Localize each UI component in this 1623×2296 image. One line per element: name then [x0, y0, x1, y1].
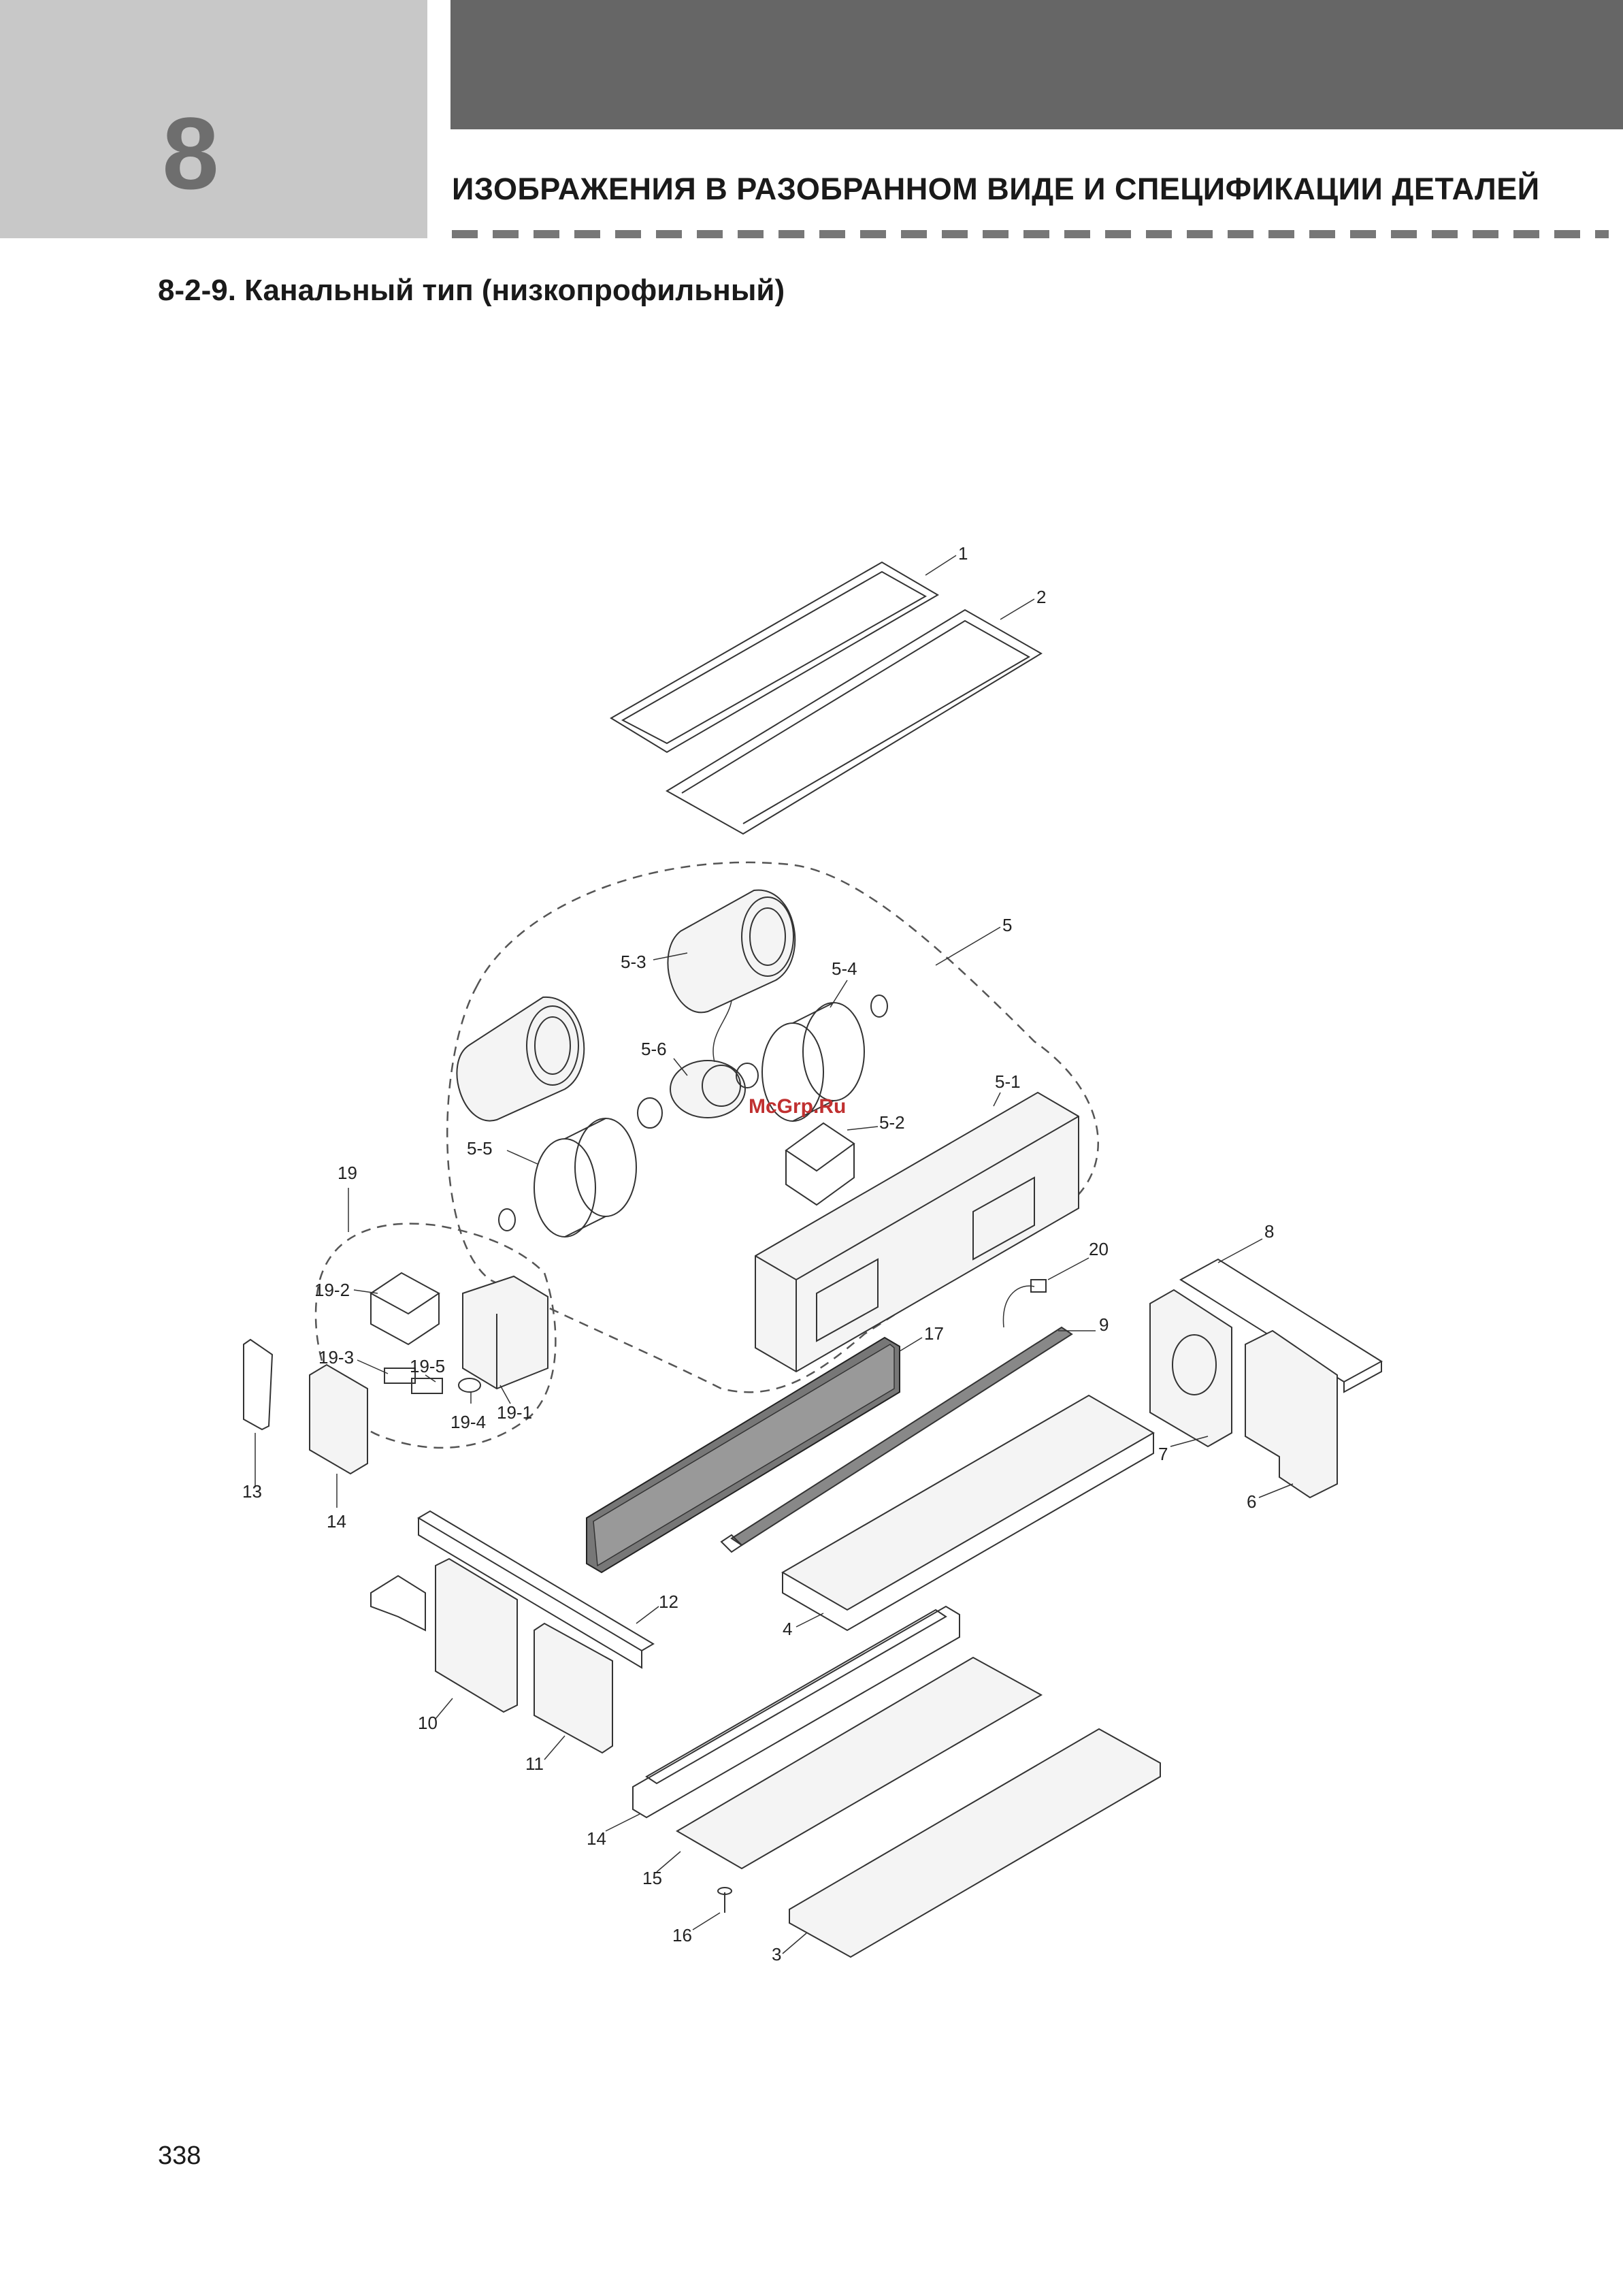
- callout-12: 12: [659, 1591, 678, 1612]
- part-7-side-panel: [1150, 1290, 1232, 1446]
- part-1-top-frame: [611, 562, 938, 752]
- callout-19-2: 19-2: [314, 1280, 350, 1300]
- part-6-side-panel: [1245, 1331, 1337, 1498]
- part-13-panel: [244, 1340, 272, 1429]
- callout-5-2: 5-2: [879, 1112, 905, 1133]
- callout-5-4: 5-4: [832, 958, 857, 979]
- callout-19-4: 19-4: [450, 1412, 486, 1432]
- callout-19: 19: [338, 1163, 357, 1183]
- part-5-3-fan-housing: [668, 890, 795, 1013]
- callout-10: 10: [418, 1713, 438, 1733]
- callout-16: 16: [672, 1925, 692, 1945]
- part-14-cover: [310, 1365, 367, 1474]
- callout-5-5: 5-5: [467, 1138, 493, 1159]
- callout-2: 2: [1036, 587, 1046, 607]
- callout-7: 7: [1158, 1444, 1168, 1464]
- callout-19-3: 19-3: [318, 1347, 354, 1368]
- callout-3: 3: [772, 1944, 781, 1964]
- part-10-side-plate: [371, 1559, 517, 1712]
- callout-5-3: 5-3: [621, 952, 646, 972]
- fan-housing-left: [457, 997, 584, 1121]
- callout-5-6: 5-6: [641, 1039, 667, 1059]
- part-19-1-control-box: [463, 1276, 548, 1389]
- callout-5-1: 5-1: [995, 1071, 1021, 1092]
- page-number: 338: [158, 2141, 201, 2171]
- callout-8: 8: [1264, 1221, 1274, 1242]
- callout-15: 15: [642, 1868, 662, 1888]
- callout-5: 5: [1002, 915, 1012, 935]
- callout-17: 17: [924, 1323, 944, 1344]
- callout-14-a: 14: [327, 1511, 346, 1532]
- callout-19-5: 19-5: [410, 1356, 445, 1376]
- part-5-6-fan-motor: [638, 1001, 758, 1128]
- part-19-2-box-cover: [371, 1273, 439, 1344]
- callout-20: 20: [1089, 1239, 1109, 1259]
- callout-14-b: 14: [587, 1828, 606, 1849]
- callout-13: 13: [242, 1481, 262, 1502]
- part-5-2-motor-bracket: [786, 1123, 854, 1205]
- callout-19-1: 19-1: [497, 1402, 532, 1423]
- callout-6: 6: [1247, 1491, 1256, 1512]
- callout-4: 4: [783, 1619, 792, 1639]
- watermark: McGrp.Ru: [749, 1095, 846, 1118]
- part-5-5-blower-wheel: [499, 1118, 636, 1237]
- part-4-drain-pan: [783, 1395, 1153, 1630]
- callout-11: 11: [525, 1753, 544, 1774]
- callout-9: 9: [1099, 1314, 1109, 1335]
- callout-1: 1: [958, 543, 968, 564]
- part-16-screw: [718, 1888, 732, 1913]
- part-5-1-fan-panel: [755, 1093, 1079, 1372]
- part-19-4-part: [459, 1378, 480, 1392]
- part-20-sensor: [1003, 1280, 1046, 1327]
